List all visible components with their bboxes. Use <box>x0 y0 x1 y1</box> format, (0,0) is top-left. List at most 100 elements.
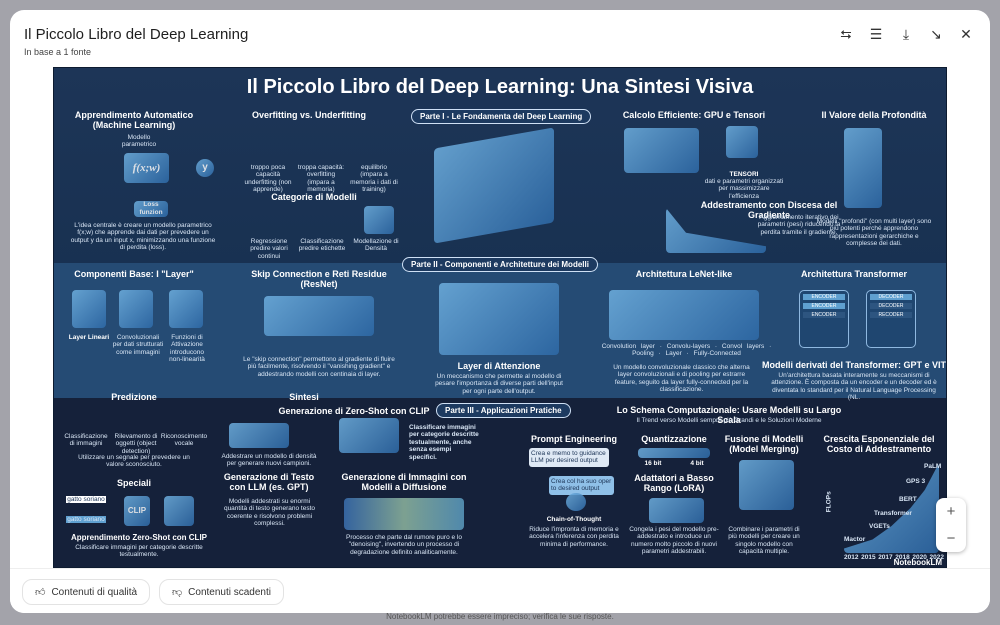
depth-stack-illustration <box>844 128 882 208</box>
tensor-label: TENSORI <box>729 171 759 178</box>
growth-title: Crescita Esponenziale del Costo di Addes… <box>823 434 935 454</box>
diffusion-text: Processo che parte dal rumore puro e lo … <box>346 534 462 556</box>
gpu-title: Calcolo Efficiente: GPU e Tensori <box>622 110 766 120</box>
prompt-bubble: Crea e memo to guidance LLM per desired … <box>529 448 609 467</box>
ml-text: L'idea centrale è creare un modello para… <box>70 222 216 252</box>
special-title: Speciali <box>116 478 152 488</box>
year-tick: 2015 <box>861 554 876 561</box>
prompt-title: Prompt Engineering <box>530 434 617 444</box>
loss-landscape-illustration <box>434 127 554 244</box>
ml-output: y <box>196 159 214 177</box>
year-tick: 2020 <box>912 554 927 561</box>
synthesis-title: Sintesi <box>289 392 319 402</box>
lenet-text: Un modello convoluzionale classico che a… <box>613 364 750 394</box>
lenet-illustration <box>609 290 759 340</box>
decoder-block: DECODER <box>870 294 912 300</box>
conv-layer-icon <box>119 290 153 328</box>
attention-illustration <box>439 283 559 355</box>
ml-model-label: Modello parametrico <box>121 134 157 149</box>
zero-shot-title: Generazione di Zero-Shot con CLIP <box>278 406 430 416</box>
prediction-text: Utilizzare un segnale per prevedere un v… <box>78 454 190 469</box>
bad-content-button[interactable]: 👎︎Contenuti scadenti <box>159 579 284 605</box>
resnet-text: Le "skip connection" permettono al gradi… <box>243 356 395 378</box>
dialog-title: Il Piccolo Libro del Deep Learning <box>24 26 249 43</box>
overfit-label: troppo poca capacità underfitting (non a… <box>244 164 292 194</box>
zoom-out-button[interactable]: − <box>946 530 956 547</box>
zoom-controls: + − <box>936 498 966 552</box>
collapse-icon[interactable]: ↘ <box>930 26 942 42</box>
year-tick: 2022 <box>929 554 944 561</box>
part3-label: Parte III - Applicazioni Pratiche <box>436 403 571 418</box>
quant-16bit: 16 bit <box>644 460 662 467</box>
attention-text: Un meccanismo che permette al modello di… <box>435 373 563 395</box>
ml-function: f(x;w) <box>124 153 169 183</box>
good-content-label: Contenuti di qualità <box>51 586 138 598</box>
year-tick: 2018 <box>895 554 910 561</box>
linear-layer-icon <box>72 290 106 328</box>
clip-tag: gatto soriano <box>66 496 106 504</box>
ml-loss: Loss funzion <box>134 201 168 217</box>
prediction-label: Rilevamento di oggetti (object detection… <box>114 433 158 455</box>
prompt-text: Riduce l'impronta di memoria e accelera … <box>529 526 619 548</box>
cat-image <box>164 496 194 526</box>
transformer-text: Un'architettura basata interamente su me… <box>771 372 937 402</box>
density-image <box>364 206 394 234</box>
growth-ylabel: FLOPs <box>825 491 833 513</box>
resnet-title: Skip Connection e Reti Residue (ResNet) <box>251 269 387 289</box>
overfit-title: Overfitting vs. Underfitting <box>251 110 366 120</box>
transformer-title: Architettura Transformer <box>800 269 908 279</box>
ml-title: Apprendimento Automatico (Machine Learni… <box>74 110 194 130</box>
thumbs-up-icon: 👍︎ <box>35 587 46 598</box>
infographic-dialog: Il Piccolo Libro del Deep Learning In ba… <box>10 10 990 613</box>
edit-list-icon[interactable]: ☰ <box>869 26 883 42</box>
category-label: Classificazione predire etichette <box>298 238 346 253</box>
depth-title: Il Valore della Profondità <box>821 110 927 120</box>
activation-icon <box>169 290 203 328</box>
lenet-label: Pooling <box>632 350 654 358</box>
special-subtitle: Apprendimento Zero-Shot con CLIP <box>71 533 207 542</box>
infographic-title: Il Piccolo Libro del Deep Learning: Una … <box>246 76 754 98</box>
good-content-button[interactable]: 👍︎ Contenuti di qualità <box>22 579 151 605</box>
lenet-label: Convolution layer <box>601 343 655 350</box>
tensor-cube <box>726 126 758 158</box>
quant-4bit: 4 bit <box>690 460 704 467</box>
prediction-label: Classificazione di immagini <box>64 433 108 448</box>
growth-point: BERT <box>899 496 917 503</box>
clip-function-illustration <box>339 418 399 453</box>
lora-text: Congela i pesi del modello pre-addestrat… <box>629 526 719 556</box>
lenet-label: Layer <box>665 350 682 358</box>
layer-label: Layer Lineari <box>68 334 110 341</box>
encoder-block: ENCODER <box>803 294 845 300</box>
merge-title: Fusione di Modelli (Model Merging) <box>724 434 804 454</box>
clip-text: Classificare immagini per categorie desc… <box>409 424 479 461</box>
quant-illustration <box>638 448 710 458</box>
overfit-label: equilibrio (impara a memoria i dati di t… <box>350 164 398 194</box>
depth-text: Modelli "profondi" (con multi layer) son… <box>816 218 932 248</box>
infographic-image: Il Piccolo Libro del Deep Learning: Una … <box>53 67 947 568</box>
llm-text: Modelli addestrati su enormi quantità di… <box>223 498 316 528</box>
year-tick: 2017 <box>878 554 893 561</box>
decoder-block: DECODER <box>870 303 912 309</box>
disclaimer: NotebookLM potrebbe essere impreciso; ve… <box>386 612 614 621</box>
zoom-in-button[interactable]: + <box>946 503 956 520</box>
cot-label: Chain-of-Thought <box>546 516 602 523</box>
gradient-text: Aggiornamento iterativo dei parametri (p… <box>757 214 841 236</box>
llm-title: Generazione di Testo con LLM (es. GPT) <box>223 472 315 492</box>
prompt-bubble: Crea col ha suo oper to desired output <box>549 476 614 495</box>
category-label: Modellazione di Densità <box>353 238 399 253</box>
close-icon[interactable]: ✕ <box>960 26 972 42</box>
feedback-bar: 👍︎ Contenuti di qualità 👎︎Contenuti scade… <box>10 568 990 613</box>
scale-subtitle: Il Trend verso Modelli sempre più Grandi… <box>636 417 822 424</box>
scale-title: Lo Schema Computazionale: Usare Modelli … <box>616 405 842 425</box>
layer-label: Convoluzionali per dati strutturati come… <box>112 334 164 356</box>
category-label: Regressione predire valori continui <box>250 238 288 260</box>
share-icon[interactable]: ⮀ <box>840 26 852 42</box>
year-tick: 2012 <box>844 554 859 561</box>
clip-block: CLIP <box>124 496 150 526</box>
download-icon[interactable]: ⤓ <box>902 26 910 42</box>
lenet-label: Convol layers <box>721 343 765 350</box>
merge-illustration <box>739 460 794 510</box>
attention-title: Layer di Attenzione <box>457 361 541 371</box>
resnet-illustration <box>264 296 374 336</box>
